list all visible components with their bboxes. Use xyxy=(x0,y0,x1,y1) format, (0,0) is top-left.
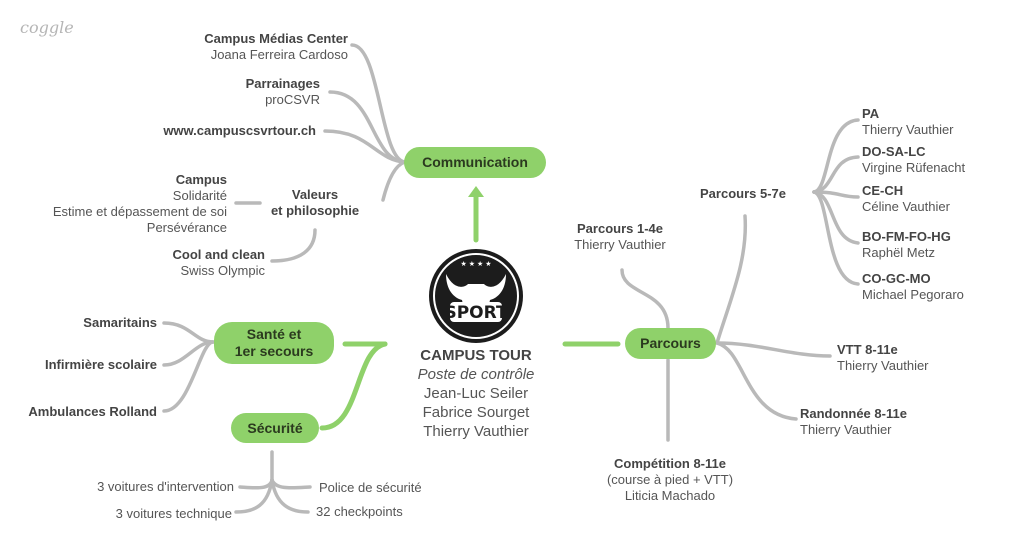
node-sub: Thierry Vauthier xyxy=(574,237,666,252)
center-name: Jean-Luc Seiler xyxy=(423,385,529,402)
node-p57-ce[interactable]: CE-CH Céline Vauthier xyxy=(862,183,950,215)
link-ambulances xyxy=(162,340,215,413)
node-parcours-5-7[interactable]: Parcours 5-7e xyxy=(700,186,786,201)
node-sub: Thierry Vauthier xyxy=(862,122,954,137)
link-website xyxy=(323,129,407,164)
center-node[interactable]: CAMPUS TOUR Poste de contrôle Jean-Luc S… xyxy=(396,346,556,441)
node-title: Parrainages xyxy=(245,76,320,91)
sport-logo: SPORT ★ ★ ★ ★ xyxy=(429,249,523,343)
node-line: Estime et dépassement de soi xyxy=(52,204,227,219)
node-title: PA xyxy=(862,106,880,121)
center-name: Thierry Vauthier xyxy=(423,423,529,440)
node-title: Campus xyxy=(175,172,227,187)
bull-head-icon xyxy=(446,274,506,320)
arrow-communication xyxy=(468,186,484,197)
branch-securite[interactable]: Sécurité xyxy=(231,413,319,443)
node-line: Liticia Machado xyxy=(624,488,716,503)
node-voitures-intervention[interactable]: 3 voitures d'intervention xyxy=(97,479,234,494)
node-ambulances[interactable]: Ambulances Rolland xyxy=(28,404,157,419)
branch-securite-label: Sécurité xyxy=(247,419,303,436)
node-p57-do[interactable]: DO-SA-LC Virgine Rüfenacht xyxy=(862,144,965,176)
link-sec-c xyxy=(270,478,312,490)
branch-sante-label-1: Santé et xyxy=(246,326,302,342)
center-title: CAMPUS TOUR xyxy=(420,347,532,364)
node-line: (course à pied + VTT) xyxy=(606,472,734,487)
link-sec-a xyxy=(238,478,274,490)
node-campus[interactable]: Campus Solidarité Estime et dépassement … xyxy=(53,172,227,236)
node-sub: Joana Ferreira Cardoso xyxy=(210,47,348,62)
node-title: CE-CH xyxy=(862,183,904,198)
branch-parcours-label: Parcours xyxy=(640,335,701,351)
link-p57-co xyxy=(812,190,860,286)
branch-parcours[interactable]: Parcours xyxy=(625,328,716,359)
link-rando xyxy=(715,341,798,421)
node-p57-bo[interactable]: BO-FM-FO-HG Raphël Metz xyxy=(862,229,951,261)
node-sub: Céline Vauthier xyxy=(862,199,950,214)
node-title: Parcours 1-4e xyxy=(577,221,663,236)
node-title: DO-SA-LC xyxy=(862,144,926,159)
node-sub: Thierry Vauthier xyxy=(837,358,929,373)
node-website[interactable]: www.campuscsvrtour.ch xyxy=(163,123,316,138)
node-sub: Swiss Olympic xyxy=(180,263,265,278)
node-voitures-technique[interactable]: 3 voitures technique xyxy=(115,506,232,521)
link-p57 xyxy=(715,214,748,345)
link-p57-bo xyxy=(812,190,860,245)
node-title: Randonnée 8-11e xyxy=(800,406,907,421)
node-line: Persévérance xyxy=(146,220,227,235)
link-p14 xyxy=(620,268,670,330)
node-sub: Michael Pegoraro xyxy=(862,287,964,302)
node-sub: Raphël Metz xyxy=(862,245,935,260)
branch-communication-label: Communication xyxy=(422,154,528,170)
node-parrainages[interactable]: Parrainages proCSVR xyxy=(246,76,320,108)
node-title: Cool and clean xyxy=(172,247,265,262)
node-sub: Virgine Rüfenacht xyxy=(862,160,966,175)
node-title: CO-GC-MO xyxy=(862,271,931,286)
node-randonnee[interactable]: Randonnée 8-11e Thierry Vauthier xyxy=(800,406,907,438)
logo-stars: ★ ★ ★ ★ xyxy=(461,260,492,268)
node-cool-clean[interactable]: Cool and clean Swiss Olympic xyxy=(173,247,265,279)
link-center-securite xyxy=(319,341,388,431)
coggle-logo: coggle xyxy=(20,18,74,37)
link-campus-medias xyxy=(350,43,407,164)
node-police[interactable]: Police de sécurité xyxy=(319,480,422,495)
node-samaritains[interactable]: Samaritains xyxy=(83,315,157,330)
node-title: VTT 8-11e xyxy=(837,342,898,357)
link-valeurs xyxy=(381,160,407,202)
node-parcours-1-4[interactable]: Parcours 1-4e Thierry Vauthier xyxy=(562,221,678,253)
logo-word-sport: SPORT xyxy=(444,303,507,323)
node-sub: Thierry Vauthier xyxy=(800,422,892,437)
link-sec-d xyxy=(270,478,310,514)
link-infirmiere xyxy=(162,340,215,367)
node-sub: proCSVR xyxy=(265,92,320,107)
node-title: Campus Médias Center xyxy=(204,31,348,46)
node-checkpoints[interactable]: 32 checkpoints xyxy=(316,504,403,519)
node-valeurs[interactable]: Valeurs et philosophie xyxy=(260,187,370,219)
branch-communication[interactable]: Communication xyxy=(404,147,546,178)
center-subtitle: Poste de contrôle xyxy=(417,366,535,383)
link-sec-b xyxy=(234,478,274,514)
branch-sante[interactable]: Santé et 1er secours xyxy=(214,322,334,364)
node-line: Solidarité xyxy=(172,188,227,203)
link-p57-pa xyxy=(812,118,860,194)
node-infirmiere[interactable]: Infirmière scolaire xyxy=(45,357,157,372)
node-vtt[interactable]: VTT 8-11e Thierry Vauthier xyxy=(837,342,929,374)
node-title: BO-FM-FO-HG xyxy=(862,229,951,244)
node-title: Compétition 8-11e xyxy=(614,456,726,471)
link-p57-ce xyxy=(812,190,860,199)
link-vtt xyxy=(715,341,832,358)
node-p57-pa[interactable]: PA Thierry Vauthier xyxy=(862,106,954,138)
center-name: Fabrice Sourget xyxy=(422,404,530,421)
node-campus-medias[interactable]: Campus Médias Center Joana Ferreira Card… xyxy=(204,31,348,63)
link-samaritains xyxy=(162,321,215,344)
node-competition[interactable]: Compétition 8-11e (course à pied + VTT) … xyxy=(592,456,748,504)
branch-sante-label-2: 1er secours xyxy=(234,343,314,359)
node-p57-co[interactable]: CO-GC-MO Michael Pegoraro xyxy=(862,271,964,303)
link-cool xyxy=(270,228,317,263)
node-title: et philosophie xyxy=(270,203,360,218)
node-title: Valeurs xyxy=(291,187,339,202)
